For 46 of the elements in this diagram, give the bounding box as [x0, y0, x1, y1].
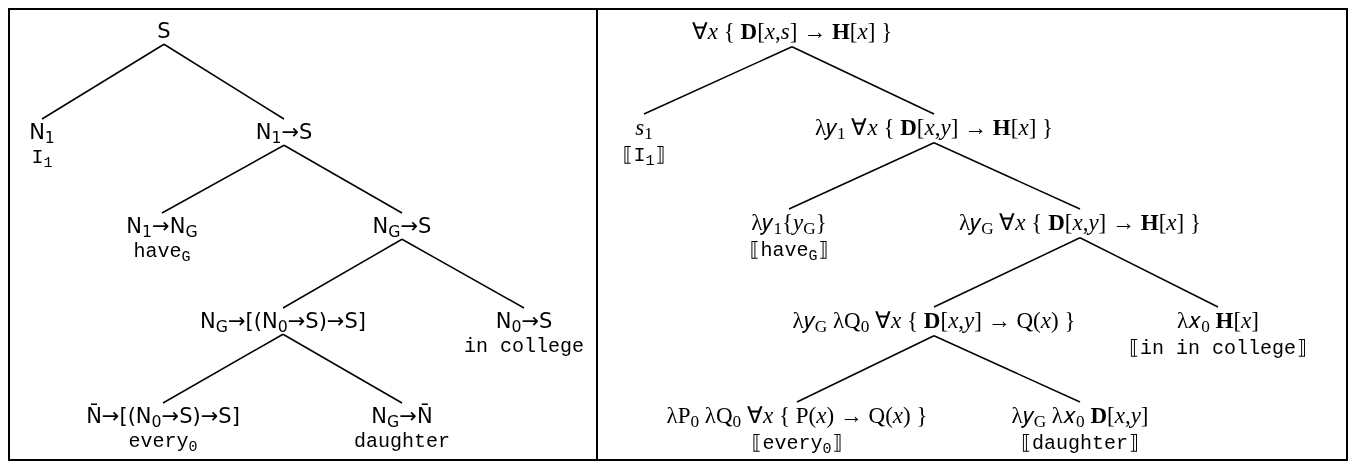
word-label: I$_{1}$	[31, 145, 53, 171]
tree-node-label: N$_{1}$→S	[255, 119, 313, 146]
word-label: ⟦have$_{G}$⟧	[748, 237, 830, 263]
tree-branch	[796, 335, 935, 403]
tree-node-label: λ𝑦$_{G}$ ∀x { D[x,y] → H[x] }	[959, 209, 1201, 238]
word-label: ⟦in in college⟧	[1127, 335, 1309, 361]
tree-branch	[933, 335, 1081, 403]
panel-frame	[596, 8, 1348, 461]
word-label: daughter	[354, 429, 450, 455]
tree-node-label: N$_{0}$→S	[495, 308, 553, 335]
word-label: ⟦I$_{1}$⟧	[621, 142, 667, 168]
tree-node-label: λ𝑦$_{1}${y$_{G}$}	[751, 209, 827, 238]
word-label: ⟦daughter⟧	[1019, 430, 1141, 456]
tree-node-label: λ𝑦$_{G}$ λ𝑥$_{0}$ D[x,y]	[1011, 402, 1149, 431]
tree-branch	[283, 144, 403, 214]
tree-node-label: N$_{1}$→N$_{G}$	[126, 213, 198, 240]
tree-node-label: S	[157, 18, 171, 45]
tree-branch	[41, 43, 165, 120]
word-label: have$_{G}$	[133, 239, 191, 265]
tree-node-label: λ𝑦$_{G}$ λQ$_{0}$ ∀x { D[x,y] → Q(x) }	[792, 307, 1076, 336]
tree-branch	[791, 46, 935, 115]
word-label: every$_{0}$	[128, 429, 198, 455]
tree-branch	[933, 142, 1081, 210]
tree-node-label: λ𝑥$_{0}$ H[x]	[1177, 307, 1259, 336]
tree-node-label: s$_{1}$	[635, 114, 653, 143]
tree-branch	[933, 237, 1081, 308]
tree-node-label: N$_{G}$→S	[372, 213, 432, 240]
tree-branch	[162, 333, 284, 404]
tree-branch	[401, 238, 525, 309]
tree-node-label: λ𝑦$_{1}$ ∀x { D[x,y] → H[x] }	[814, 114, 1054, 143]
tree-branch	[163, 43, 285, 120]
tree-branch	[1079, 237, 1219, 308]
tree-node-label: N$_{1}$	[29, 119, 55, 146]
panel-frame	[8, 8, 598, 461]
tree-branch	[643, 46, 793, 115]
tree-branch	[161, 144, 285, 214]
tree-node-label: ∀x { D[x,s] → H[x] }	[691, 18, 893, 46]
tree-branch	[282, 333, 403, 404]
tree-node-label: λP$_{0}$ λQ$_{0}$ ∀x { P(x) → Q(x) }	[666, 402, 928, 431]
tree-branch	[282, 238, 403, 309]
tree-node-label: N̄→[(N$_{0}$→S)→S]	[86, 403, 240, 430]
tree-branch	[788, 142, 935, 210]
tree-node-label: N$_{G}$→[(N$_{0}$→S)→S]	[200, 308, 366, 335]
word-label: ⟦every$_{0}$⟧	[750, 430, 844, 456]
word-label: in college	[464, 334, 584, 360]
tree-node-label: N$_{G}$→N̄	[371, 403, 433, 430]
